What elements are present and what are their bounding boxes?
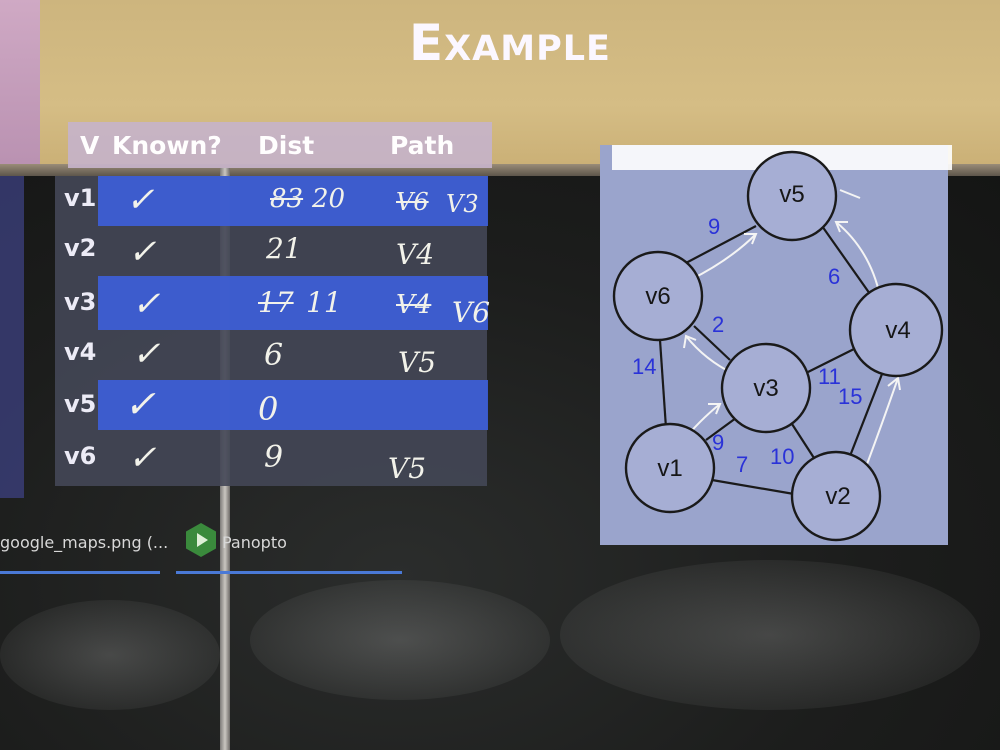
taskbar-file-label[interactable]: google_maps.png (... (0, 533, 169, 552)
table-header (68, 122, 492, 168)
path-struck-value: V4 (396, 290, 432, 320)
path-value: V5 (388, 452, 427, 485)
projected-panel (0, 176, 24, 498)
chalk-smudge (250, 580, 550, 700)
node-v1 (624, 422, 716, 514)
dist-value: 21 (266, 232, 302, 265)
weight-v5-v6: 9 (708, 214, 720, 239)
weight-v1-v3: 9 (712, 430, 724, 455)
table-body (55, 176, 487, 486)
known-checkmark: ✓ (132, 284, 161, 324)
chalk-smudge (0, 600, 220, 710)
dist-value: 11 (306, 286, 342, 319)
edge-weights: 9 6 2 14 11 15 9 7 10 (632, 214, 862, 477)
dist-value: 9 (264, 440, 284, 475)
weight-v6-v1: 14 (632, 354, 656, 379)
edge-v1-v3 (705, 417, 737, 441)
row-highlight (98, 176, 488, 226)
edge-v3-v2 (791, 423, 815, 459)
known-checkmark: ✓ (128, 232, 157, 272)
header-path: Path (390, 131, 455, 160)
path-value: V4 (396, 238, 435, 271)
arrow-head (887, 376, 901, 391)
arrow-v4-v5 (835, 221, 881, 297)
header-known: Known? (112, 131, 222, 160)
row-vertex-label: v1 (64, 184, 97, 212)
weight-v5-v4: 6 (828, 264, 840, 289)
edge-v5-v6 (683, 225, 757, 265)
node-label-v4: v4 (885, 317, 910, 344)
row-highlight (98, 380, 488, 430)
graph-edges (658, 225, 884, 496)
arrow-head (834, 221, 848, 233)
node-label-v1: v1 (657, 455, 682, 482)
header-dist: Dist (258, 131, 315, 160)
arrow-head (683, 334, 697, 349)
arrow-mark (839, 189, 861, 199)
weight-v3-v4: 11 (818, 364, 841, 389)
node-label-v2: v2 (825, 483, 850, 510)
node-label-v3: v3 (753, 375, 778, 402)
node-label-v6: v6 (645, 283, 670, 310)
edge-v5-v4 (821, 225, 871, 295)
path-value: V6 (452, 296, 491, 329)
taskbar-app-label[interactable]: Panopto (222, 533, 287, 552)
taskbar-underline (0, 571, 160, 574)
arrow-head (708, 403, 722, 415)
dist-value: 20 (312, 184, 346, 214)
play-icon (197, 533, 208, 547)
row-vertex-label: v5 (64, 390, 97, 418)
slide-title: Example (409, 14, 611, 72)
graph-nodes (612, 150, 944, 542)
edge-v6-v1 (658, 339, 668, 429)
dist-struck-value: 83 (270, 184, 304, 214)
taskbar-underline (176, 571, 402, 574)
node-v5 (746, 150, 838, 242)
arrow-v6-v5 (689, 233, 757, 281)
row-vertex-label: v4 (64, 338, 97, 366)
path-value: V3 (446, 190, 479, 218)
known-checkmark: ✓ (124, 382, 156, 426)
path-value: V5 (398, 346, 437, 379)
node-v6 (612, 250, 704, 342)
dist-value: 0 (258, 390, 279, 428)
weight-v1-v2: 7 (736, 452, 748, 477)
chalk-smudge (560, 560, 980, 710)
edge-v6-v3 (693, 325, 731, 361)
row-highlight (98, 276, 488, 330)
node-v2 (790, 450, 882, 542)
node-label-v5: v5 (779, 181, 804, 208)
edge-v1-v2 (711, 478, 795, 496)
known-checkmark: ✓ (132, 334, 161, 374)
known-checkmark: ✓ (128, 438, 157, 478)
node-labels: v5 v6 v4 v3 v1 v2 (645, 181, 910, 510)
node-v3 (720, 342, 812, 434)
edge-v3-v4 (807, 347, 857, 373)
header-vertex: V (80, 131, 100, 160)
projection-edge (0, 0, 40, 170)
known-checkmark: ✓ (126, 180, 155, 220)
arrow-head (744, 233, 758, 245)
row-vertex-label: v6 (64, 442, 97, 470)
weight-v4-v2: 15 (838, 384, 862, 409)
weight-v6-v3: 2 (712, 312, 724, 337)
dist-value: 6 (264, 338, 284, 373)
row-vertex-label: v3 (64, 288, 97, 316)
path-struck-value: V6 (396, 188, 429, 216)
dist-struck-value: 17 (258, 286, 294, 319)
weight-v3-v2: 10 (770, 444, 794, 469)
node-v4 (848, 282, 944, 378)
row-vertex-label: v2 (64, 234, 97, 262)
edge-v4-v2 (848, 373, 884, 457)
